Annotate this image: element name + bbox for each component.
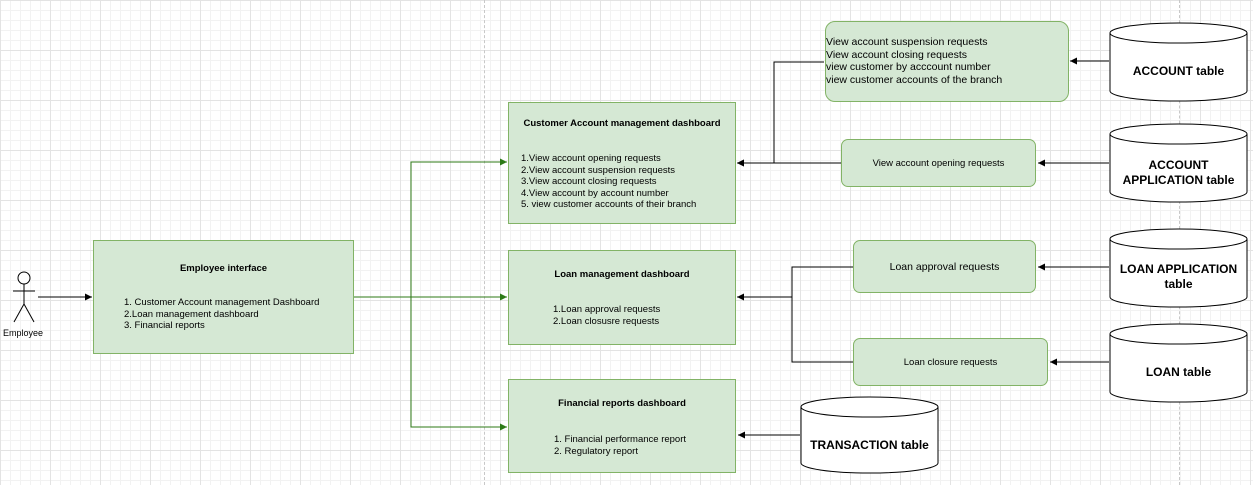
customer-account-dashboard-title: Customer Account management dashboard [523,118,721,129]
account-requests-item: view customer accounts of the branch [826,73,1003,86]
edge-loan-closure-to-loan-dashboard [791,297,853,363]
loan-dashboard-item: 2.Loan closusre requests [553,315,660,327]
financial-dashboard-title: Financial reports dashboard [558,398,686,409]
employee-interface-item: 2.Loan management dashboard [124,308,259,320]
account-application-table-label: ACCOUNT APPLICATION table [1122,158,1235,187]
edge-loan-approval-to-loan-dashboard [737,266,853,301]
database-icon [1109,123,1248,203]
customer-dashboard-item: 5. view customer accounts of their branc… [521,199,697,210]
employee-interface-title: Employee interface [179,263,268,274]
account-table-label: ACCOUNT table [1132,64,1225,78]
customer-dashboard-item: 3.View account closing requests [521,176,657,187]
account-application-table-cylinder: ACCOUNT APPLICATION table [1109,123,1248,203]
loan-closure-box: Loan closure requests [853,338,1048,386]
loan-approval-box: Loan approval requests [853,240,1036,293]
financial-dashboard-box: Financial reports dashboard 1. Financial… [508,379,736,473]
customer-dashboard-item: 1.View account opening requests [521,153,661,164]
opening-requests-label: View account opening requests [872,157,1005,169]
loan-application-table-label: LOAN APPLICATION table [1119,262,1238,291]
loan-dashboard-title: Loan management dashboard [554,269,690,280]
account-requests-item: View account closing requests [826,48,968,61]
employee-interface-item: 1. Customer Account management Dashboard [124,297,320,308]
financial-dashboard-item: 2. Regulatory report [554,445,638,457]
edge-account-requests-to-customer-dashboard [737,61,824,167]
loan-dashboard-box: Loan management dashboard 1.Loan approva… [508,250,736,345]
customer-dashboard-item: 2.View account suspension requests [521,164,676,176]
customer-account-dashboard-box: Customer Account management dashboard 1.… [508,102,736,224]
transaction-table-cylinder: TRANSACTION table [800,396,939,474]
edge-interface-to-financial-dashboard [410,297,507,431]
database-icon [1109,22,1248,102]
account-requests-item: view customer by acccount number [826,61,991,73]
stick-figure-icon [13,271,35,323]
loan-application-table-cylinder: LOAN APPLICATION table [1109,228,1248,308]
opening-requests-box: View account opening requests [841,139,1036,187]
loan-table-label: LOAN table [1145,365,1212,379]
employee-actor [10,271,40,328]
page-guide-line [484,0,485,485]
database-icon [1109,323,1248,403]
account-requests-box: View account suspension requests View ac… [825,21,1069,102]
database-icon [800,396,939,474]
loan-dashboard-item: 1.Loan approval requests [553,304,661,315]
loan-table-cylinder: LOAN table [1109,323,1248,403]
account-requests-item: View account suspension requests [826,36,988,48]
loan-approval-label: Loan approval requests [889,260,1000,273]
customer-dashboard-item: 4.View account by account number [521,187,669,199]
employee-interface-box: Employee interface 1. Customer Account m… [93,240,354,354]
financial-dashboard-item: 1. Financial performance report [554,434,687,445]
edge-interface-to-customer-dashboard [354,158,507,298]
loan-closure-label: Loan closure requests [903,356,998,368]
account-table-cylinder: ACCOUNT table [1109,22,1248,102]
employee-interface-item: 3. Financial reports [124,320,205,331]
transaction-table-label: TRANSACTION table [810,438,929,452]
database-icon [1109,228,1248,308]
employee-actor-label: Employee [3,328,44,338]
